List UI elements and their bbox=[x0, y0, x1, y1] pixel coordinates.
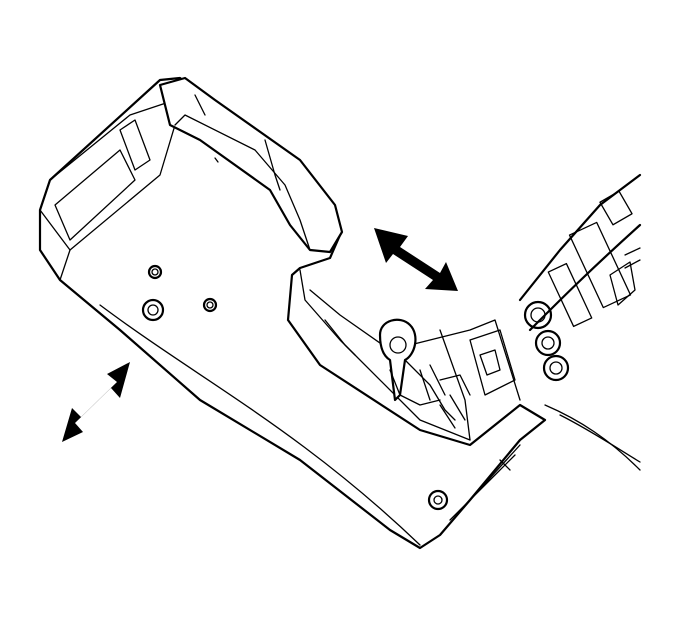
bolt-hole-large bbox=[141, 298, 165, 322]
center-console bbox=[38, 76, 547, 550]
rear-movement-arrow bbox=[62, 362, 130, 442]
shifter bbox=[378, 318, 471, 429]
armrest-lid bbox=[158, 76, 344, 254]
instrument-panel bbox=[518, 173, 642, 471]
front-movement-arrow bbox=[374, 228, 458, 291]
